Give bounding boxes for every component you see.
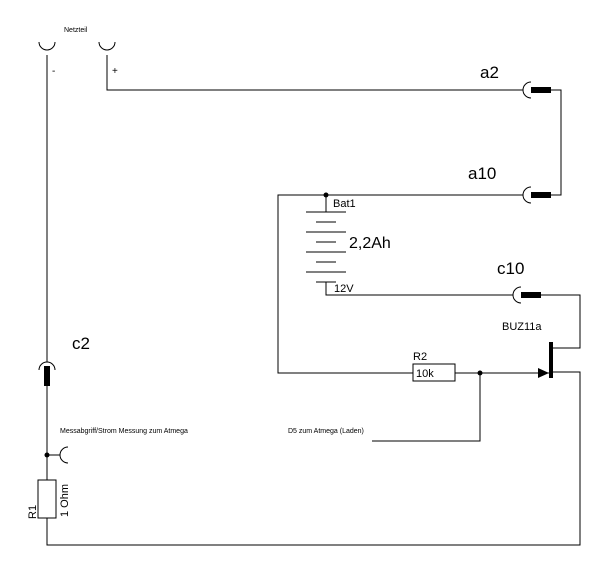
- connector-a10: a10: [468, 164, 551, 204]
- netzteil-label: Netzteil: [64, 27, 88, 34]
- battery-voltage: 12V: [334, 283, 354, 295]
- measure-tap: Messabgriff/Strom Messung zum Atmega: [59, 428, 188, 464]
- connector-socket-icon: [522, 81, 532, 99]
- connector-label-c10: c10: [497, 259, 524, 278]
- wire-ground-return: [46, 371, 581, 546]
- connector-socket-icon: [38, 361, 56, 371]
- minus-label: -: [52, 66, 55, 77]
- transistor-channel-icon: [549, 342, 553, 378]
- connector-label-c2: c2: [72, 334, 90, 353]
- wire-bat-minus-to-c10: [325, 282, 513, 296]
- resistor-r1-name: R1: [27, 505, 39, 519]
- junction-dot: [44, 452, 50, 458]
- connector-c10: c10: [497, 259, 541, 304]
- connector-socket-icon: [512, 286, 522, 304]
- battery-capacity: 2,2Ah: [349, 235, 391, 252]
- tap-socket-icon: [59, 446, 69, 464]
- junction-dot: [477, 370, 483, 376]
- resistor-r2-value: 10k: [416, 368, 434, 380]
- wire-d5-signal: [372, 373, 481, 442]
- junctions: [44, 192, 483, 458]
- socket-minus-icon: [38, 41, 56, 51]
- resistor-r1: R1 1 Ohm: [27, 479, 71, 519]
- connector-a2: a2: [480, 63, 551, 99]
- d5-label: D5 zum Atmega (Laden): [288, 428, 364, 435]
- resistor-r1-value: 1 Ohm: [59, 484, 71, 517]
- messabgriff-label: Messabgriff/Strom Messung zum Atmega: [60, 428, 188, 435]
- transistor-arrow-icon: [538, 368, 549, 378]
- connector-c2: c2: [38, 334, 90, 386]
- wires: [46, 55, 581, 546]
- transistor-label: BUZ11a: [502, 321, 542, 333]
- resistor-body: [412, 363, 456, 382]
- socket-plus-icon: [98, 41, 116, 51]
- connector-label-a2: a2: [480, 63, 499, 82]
- netzteil-connector: Netzteil - +: [38, 27, 118, 77]
- connector-pin-icon: [521, 292, 541, 298]
- wire-plus-to-a2: [106, 55, 523, 91]
- junction-dot: [323, 192, 329, 198]
- connector-socket-icon: [522, 186, 532, 204]
- battery-bat1: Bat1 2,2Ah 12V: [306, 198, 391, 295]
- wire-a2-a10-bridge: [551, 89, 562, 196]
- wire-c10-to-drain: [541, 294, 581, 349]
- resistor-body: [37, 479, 57, 519]
- connector-label-a10: a10: [468, 164, 496, 183]
- resistor-r2: R2 10k: [412, 351, 456, 382]
- plus-label: +: [112, 66, 118, 77]
- battery-name: Bat1: [333, 198, 356, 210]
- connector-pin-icon: [531, 87, 551, 93]
- resistor-r2-name: R2: [413, 351, 427, 363]
- connector-pin-icon: [531, 192, 551, 198]
- transistor-buz11a: BUZ11a: [502, 321, 553, 378]
- wire-a10-to-bat: [277, 194, 523, 374]
- connector-pin-icon: [44, 366, 50, 386]
